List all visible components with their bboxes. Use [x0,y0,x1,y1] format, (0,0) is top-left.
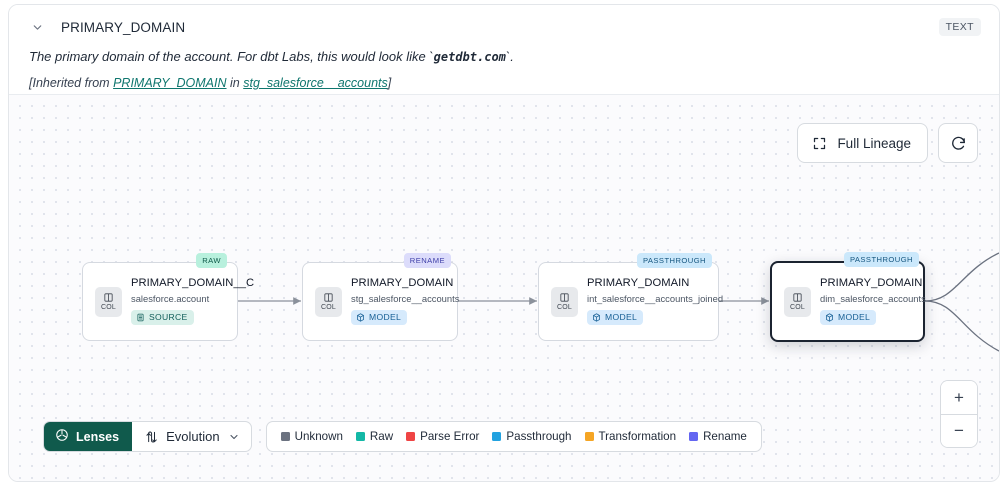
inherited-prefix: [Inherited from [29,75,114,90]
node-body: PRIMARY_DOMAIN dim_salesforce_accounts M… [820,277,932,327]
column-icon-label: COL [101,304,116,311]
canvas-toolbar: Lenses Evolution Unknown Raw [43,421,762,452]
legend-label: Parse Error [420,430,480,443]
legend-item: Passthrough [492,430,572,443]
column-detail-card: PRIMARY_DOMAIN TEXT The primary domain o… [8,4,1000,482]
node-body: PRIMARY_DOMAIN stg_salesforce__accounts … [351,277,465,327]
node-tag-label: MODEL [369,312,402,322]
columns-icon [559,292,570,303]
lenses-label: Lenses [76,429,120,444]
node-type-tag: MODEL [351,309,408,325]
legend-swatch [584,432,594,441]
node-subtitle: dim_salesforce_accounts [820,292,926,304]
expand-icon [812,136,827,151]
node-tag-label: MODEL [838,312,871,322]
inherited-middle: in [226,75,244,90]
legend-label: Transformation [598,430,677,443]
cube-icon [825,312,834,322]
node-title: PRIMARY_DOMAIN__C [131,276,255,289]
aperture-icon [55,428,69,445]
node-title: PRIMARY_DOMAIN [351,276,454,289]
lineage-canvas[interactable]: Full Lineage + − RAW [9,94,999,481]
column-icon-block: COL [551,286,578,317]
legend-swatch [406,432,416,441]
full-lineage-label: Full Lineage [837,135,911,151]
column-icon-block: COL [315,286,342,317]
zoom-controls: + − [940,380,978,448]
columns-icon [792,292,803,303]
lenses-button[interactable]: Lenses [44,422,133,451]
column-description: The primary domain of the account. For d… [29,49,981,66]
node-tag-label: SOURCE [149,312,188,322]
node-badge: RAW [196,253,227,268]
type-badge: TEXT [938,18,981,36]
legend-swatch [689,432,699,441]
node-badge: PASSTHROUGH [843,252,919,267]
zoom-out-button[interactable]: − [941,414,977,447]
full-lineage-button[interactable]: Full Lineage [797,123,928,163]
evolution-label: Evolution [166,429,220,444]
refresh-button[interactable] [938,123,978,163]
inherited-suffix: ] [387,75,392,90]
node-body: PRIMARY_DOMAIN int_salesforce__accounts_… [587,277,729,327]
lineage-node-int-salesforce-accounts-joined[interactable]: PASSTHROUGH COL PRIMARY_DOMAIN int_sales… [538,253,723,341]
node-badge: RENAME [403,253,451,268]
cube-icon [592,312,601,322]
legend-item: Rename [689,430,747,443]
legend-item: Raw [355,430,394,443]
column-icon-label: COL [557,304,572,311]
legend-label: Raw [369,430,394,443]
node-type-tag: MODEL [587,309,644,325]
header-title-row: PRIMARY_DOMAIN [29,17,981,37]
legend-swatch [492,432,502,441]
node-subtitle: stg_salesforce__accounts [351,292,460,304]
node-type-tag: MODEL [820,309,877,325]
evolution-dropdown[interactable]: Evolution [132,422,250,451]
column-icon-label: COL [790,304,805,311]
cube-icon [356,312,365,322]
node-badge: PASSTHROUGH [636,253,712,268]
column-icon-label: COL [321,304,336,311]
page-title: PRIMARY_DOMAIN [61,19,186,35]
node-subtitle: salesforce.account [131,292,210,304]
panel-header: PRIMARY_DOMAIN TEXT The primary domain o… [9,5,999,93]
inherited-model-link[interactable]: stg_salesforce__accounts [243,75,388,90]
chevron-down-icon [228,431,240,443]
lenses-evolution-group: Lenses Evolution [43,421,252,452]
inherited-from-line: [Inherited from PRIMARY_DOMAIN in stg_sa… [29,75,981,91]
legend-label: Rename [703,430,747,443]
node-type-tag: SOURCE [131,309,194,325]
inherited-column-link[interactable]: PRIMARY_DOMAIN [113,75,227,90]
legend-item: Parse Error [406,430,479,443]
node-title: PRIMARY_DOMAIN [587,276,690,289]
description-text: The primary domain of the account. For d… [29,49,434,64]
description-code: getdbt.com [433,50,506,64]
node-body: PRIMARY_DOMAIN__C salesforce.account SOU… [131,277,260,327]
legend-item: Unknown [280,430,343,443]
database-icon [136,313,145,322]
legend-item: Transformation [584,430,677,443]
chevron-down-icon[interactable] [29,19,45,35]
column-icon-block: COL [784,286,811,317]
canvas-controls: Full Lineage [797,123,978,163]
refresh-icon [950,135,967,152]
legend-swatch [280,432,290,441]
lineage-node-primary-domain-c[interactable]: RAW COL PRIMARY_DOMAIN__C salesforce.acc… [82,253,254,341]
node-subtitle: int_salesforce__accounts_joined [587,292,724,304]
lineage-node-stg-salesforce-accounts[interactable]: RENAME COL PRIMARY_DOMAIN stg_salesforce… [302,253,459,341]
description-suffix: `. [505,49,514,64]
columns-icon [323,292,334,303]
zoom-in-button[interactable]: + [941,381,977,414]
sort-arrows-icon [144,430,158,444]
legend-swatch [355,432,365,441]
legend-label: Unknown [294,430,343,443]
columns-icon [103,292,114,303]
node-tag-label: MODEL [605,312,638,322]
column-icon-block: COL [95,286,122,317]
lineage-node-dim-salesforce-accounts[interactable]: PASSTHROUGH COL PRIMARY_DOMAIN dim_sales… [770,252,926,342]
legend-label: Passthrough [506,430,572,443]
lineage-legend: Unknown Raw Parse Error Passthrough Tran… [265,421,762,452]
node-title: PRIMARY_DOMAIN [820,276,923,289]
